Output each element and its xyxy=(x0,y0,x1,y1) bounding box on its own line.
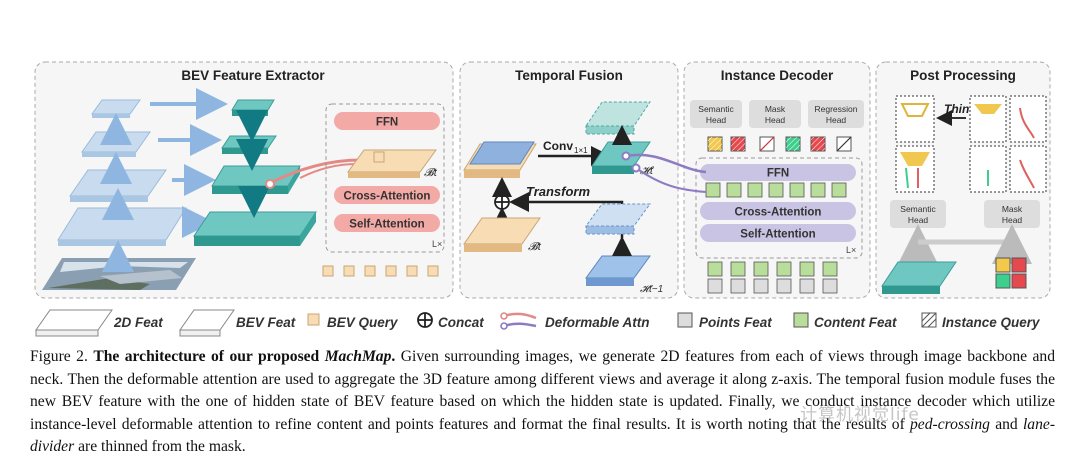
legend-bev-query: BEV Query xyxy=(307,313,399,330)
svg-text:Cross-Attention: Cross-Attention xyxy=(344,191,431,203)
svg-text:Conv: Conv xyxy=(543,139,573,153)
extractor-cross-attention xyxy=(334,186,440,204)
feature-pyramid-2d xyxy=(57,88,228,272)
panel-post-processing: Post Processing Thin Semantic Head Mask … xyxy=(875,61,1051,299)
extractor-self-attention xyxy=(334,214,440,232)
legend-points-feat: Points Feat xyxy=(677,312,772,330)
caption-term-lane-divider: lane-divider xyxy=(30,415,1056,456)
caption-title: The architecture of our proposed MachMap… xyxy=(93,348,396,365)
svg-text:Semantic: Semantic xyxy=(900,204,936,214)
deformable-attn-arc xyxy=(267,158,361,186)
caption-term-ped-crossing: ped-crossing xyxy=(910,415,990,433)
svg-text:Deformable Attn: Deformable Attn xyxy=(545,315,650,330)
panel-temporal-fusion: Temporal Fusion Conv 1×1 𝓗t Transform 𝓑t xyxy=(459,61,679,299)
panel-bev-extractor: BEV Feature Extractor xyxy=(34,61,454,299)
svg-text:Temporal Fusion: Temporal Fusion xyxy=(515,68,623,83)
camera-image xyxy=(42,258,196,290)
svg-text:2D Feat: 2D Feat xyxy=(113,315,163,330)
svg-text:𝓑t: 𝓑t xyxy=(424,167,438,179)
svg-text:Head: Head xyxy=(908,215,929,225)
instance-query-grid xyxy=(707,261,838,294)
svg-text:𝓗t−1: 𝓗t−1 xyxy=(640,284,663,295)
svg-text:Head: Head xyxy=(826,115,847,125)
panel-title-bev: BEV Feature Extractor xyxy=(181,68,325,83)
svg-text:Mask: Mask xyxy=(1002,204,1023,214)
legend-instance-query: Instance Query xyxy=(921,312,1041,330)
semantic-head-box xyxy=(690,100,742,128)
svg-text:1×1: 1×1 xyxy=(574,146,588,155)
svg-text:Head: Head xyxy=(706,115,727,125)
svg-text:BEV Query: BEV Query xyxy=(327,315,399,330)
svg-text:Head: Head xyxy=(765,115,786,125)
legend-bev-feat: BEV Feat xyxy=(179,309,296,337)
svg-text:BEV Feat: BEV Feat xyxy=(236,315,296,330)
architecture-figure: BEV Feature Extractor xyxy=(34,61,1051,337)
caption-body: Given surrounding images, we generate 2D… xyxy=(30,348,1055,433)
svg-text:Content Feat: Content Feat xyxy=(814,315,897,330)
legend-content-feat: Content Feat xyxy=(793,312,897,330)
svg-text:Concat: Concat xyxy=(438,315,484,330)
feature-pyramid-bev xyxy=(193,99,317,246)
head-outputs xyxy=(707,136,852,152)
svg-text:Mask: Mask xyxy=(765,104,786,114)
svg-text:L×: L× xyxy=(432,239,442,249)
legend: 2D Feat BEV Feat BEV Query Concat Deform… xyxy=(35,309,1041,337)
svg-text:Thin: Thin xyxy=(944,102,969,116)
caption-figure-number: Figure 2. xyxy=(30,348,88,365)
svg-text:FFN: FFN xyxy=(376,117,398,129)
svg-text:Cross-Attention: Cross-Attention xyxy=(735,207,822,219)
legend-deformable-attn: Deformable Attn xyxy=(500,312,650,330)
svg-text:Head: Head xyxy=(1002,215,1023,225)
extractor-transformer-block: FFN 𝓑t Cross-Attention Self-Attention L× xyxy=(325,103,445,253)
svg-text:Self-Attention: Self-Attention xyxy=(740,229,815,241)
svg-text:Transform: Transform xyxy=(526,184,590,199)
svg-text:Instance Decoder: Instance Decoder xyxy=(721,68,834,83)
legend-concat: Concat xyxy=(417,312,484,330)
figure-caption: Figure 2. The architecture of our propos… xyxy=(30,348,1056,456)
svg-text:FFN: FFN xyxy=(767,168,789,180)
svg-text:Semantic: Semantic xyxy=(698,104,734,114)
svg-text:Instance Query: Instance Query xyxy=(942,315,1041,330)
svg-text:Points Feat: Points Feat xyxy=(699,315,772,330)
svg-text:Self-Attention: Self-Attention xyxy=(349,219,424,231)
mask-head-box xyxy=(749,100,801,128)
regression-head-box xyxy=(808,100,864,128)
watermark: 计算机视觉life xyxy=(800,405,920,425)
svg-text:𝓑t: 𝓑t xyxy=(528,241,542,253)
panel-instance-decoder: Instance Decoder Semantic Head Mask Head… xyxy=(621,61,871,299)
legend-2d-feat: 2D Feat xyxy=(35,309,163,337)
extractor-ffn xyxy=(334,112,440,130)
svg-text:Post Processing: Post Processing xyxy=(910,68,1016,83)
content-feat-row xyxy=(705,182,847,198)
svg-text:L×: L× xyxy=(846,245,856,255)
bev-query-cubes xyxy=(322,265,439,277)
svg-text:Regression: Regression xyxy=(815,104,858,114)
